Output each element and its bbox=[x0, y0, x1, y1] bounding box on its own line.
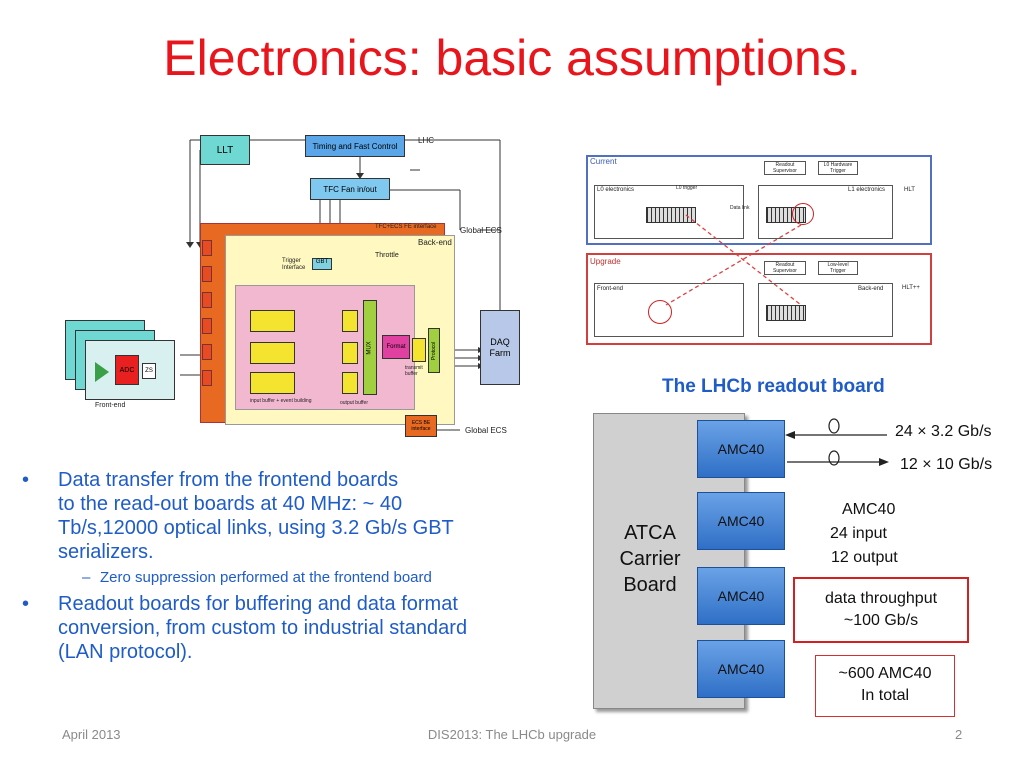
zs-box: ZS bbox=[142, 363, 156, 379]
page-number: 2 bbox=[955, 727, 963, 742]
footer-date: April 2013 bbox=[62, 727, 121, 742]
bullet-item-2: • Readout boards for buffering and data … bbox=[22, 593, 468, 663]
current-l0-frame bbox=[594, 185, 744, 239]
global-ecs-top-label: Global ECS bbox=[460, 226, 502, 235]
current-panel bbox=[586, 155, 932, 245]
backend-link-boxes bbox=[202, 240, 214, 400]
upgrade-circle bbox=[648, 300, 672, 324]
adc-box: ADC bbox=[115, 355, 139, 385]
gbt-box: GBT bbox=[312, 258, 332, 270]
amc40-module: AMC40 bbox=[697, 420, 785, 478]
llt-box: LLT bbox=[200, 135, 250, 165]
amc40-module: AMC40 bbox=[697, 492, 785, 550]
lhc-label: LHC bbox=[418, 136, 435, 145]
current-l1-frame bbox=[758, 185, 893, 239]
front-end-upgrade-label: Front-end bbox=[597, 286, 624, 292]
ecs-fe-label: TFC+ECS FE interface bbox=[375, 224, 437, 230]
tfc-fan-box: TFC Fan in/out bbox=[310, 178, 390, 200]
amc40-module: AMC40 bbox=[697, 640, 785, 698]
upgrade-input-buffers bbox=[766, 305, 806, 321]
hltpp-label: HLT++ bbox=[902, 285, 920, 291]
l0-electronics-label: L0 electronics bbox=[597, 187, 635, 193]
ecs-be-box: ECS BE interface bbox=[405, 415, 437, 437]
readout-supervisor-current: Readout Supervisor bbox=[764, 161, 806, 175]
amc-info: AMC40 24 input 12 output bbox=[830, 501, 898, 566]
global-ecs-bottom-label: Global ECS bbox=[465, 426, 507, 435]
total-box: ~600 AMC40 In total bbox=[815, 655, 955, 717]
low-level-trigger: Low-level Trigger bbox=[818, 261, 858, 275]
output-links-label: 12 × 10 Gb/s bbox=[900, 456, 993, 473]
input-links-label: 24 × 3.2 Gb/s bbox=[895, 423, 992, 440]
trigger-interface-label: Trigger Interface bbox=[282, 258, 306, 271]
input-buffers bbox=[250, 310, 295, 395]
upgrade-fe-frame bbox=[594, 283, 744, 337]
readout-board-title: The LHCb readout board bbox=[662, 376, 885, 397]
upgrade-be-frame bbox=[758, 283, 893, 337]
amc40-module: AMC40 bbox=[697, 567, 785, 625]
link-arrows bbox=[785, 418, 889, 466]
crossing-arrows bbox=[665, 214, 802, 306]
mux-box: MUX bbox=[363, 300, 377, 395]
sub-bullet: –Zero suppression performed at the front… bbox=[82, 569, 432, 586]
current-upgrade-diagram: Current Readout Supervisor L0 Hardware T… bbox=[586, 155, 932, 345]
input-buffer-label: input buffer + event building bbox=[250, 398, 312, 404]
format-box: Format bbox=[382, 335, 410, 359]
throttle-label: Throttle bbox=[375, 252, 399, 259]
daq-farm-box: DAQ Farm bbox=[480, 310, 520, 385]
back-end-label: Back-end bbox=[418, 238, 452, 247]
current-label: Current bbox=[590, 157, 617, 166]
footer-center: DIS2013: The LHCb upgrade bbox=[427, 727, 597, 742]
readout-supervisor-upgrade: Readout Supervisor bbox=[764, 261, 806, 275]
atca-label: ATCA Carrier Board bbox=[619, 522, 681, 596]
amp-triangle bbox=[95, 362, 109, 382]
bullet-item-1: • Data transfer from the frontend boards… bbox=[22, 469, 454, 563]
transmit-buffer-box bbox=[412, 338, 426, 362]
front-end-label: Front-end bbox=[95, 402, 126, 409]
upgrade-label: Upgrade bbox=[590, 257, 621, 266]
throughput-box: data throughput ~100 Gb/s bbox=[793, 577, 969, 643]
bullet-list: • Data transfer from the frontend boards… bbox=[22, 468, 582, 664]
slide-title: Electronics: basic assumptions. bbox=[163, 30, 861, 86]
tfc-box: Timing and Fast Control bbox=[305, 135, 405, 157]
l0-hw-trigger: L0 Hardware Trigger bbox=[818, 161, 858, 175]
upgrade-panel bbox=[586, 253, 932, 345]
hlt-label: HLT bbox=[904, 187, 915, 193]
electronics-architecture-diagram: LLT Timing and Fast Control LHC TFC Fan … bbox=[60, 130, 530, 450]
l0-trigger-label: L0 trigger bbox=[676, 185, 698, 191]
protocol-box: Protocol bbox=[428, 328, 440, 373]
current-circle bbox=[792, 203, 814, 225]
transmit-buffer-label: transmit buffer bbox=[405, 365, 423, 377]
output-buffer-label: output buffer bbox=[340, 400, 368, 406]
back-end-upgrade-label: Back-end bbox=[858, 286, 884, 292]
output-buffers bbox=[342, 310, 358, 395]
l1-electronics-label: L1 electronics bbox=[848, 187, 886, 193]
data-link-current: Data link bbox=[730, 205, 750, 211]
current-buffers bbox=[646, 207, 696, 223]
